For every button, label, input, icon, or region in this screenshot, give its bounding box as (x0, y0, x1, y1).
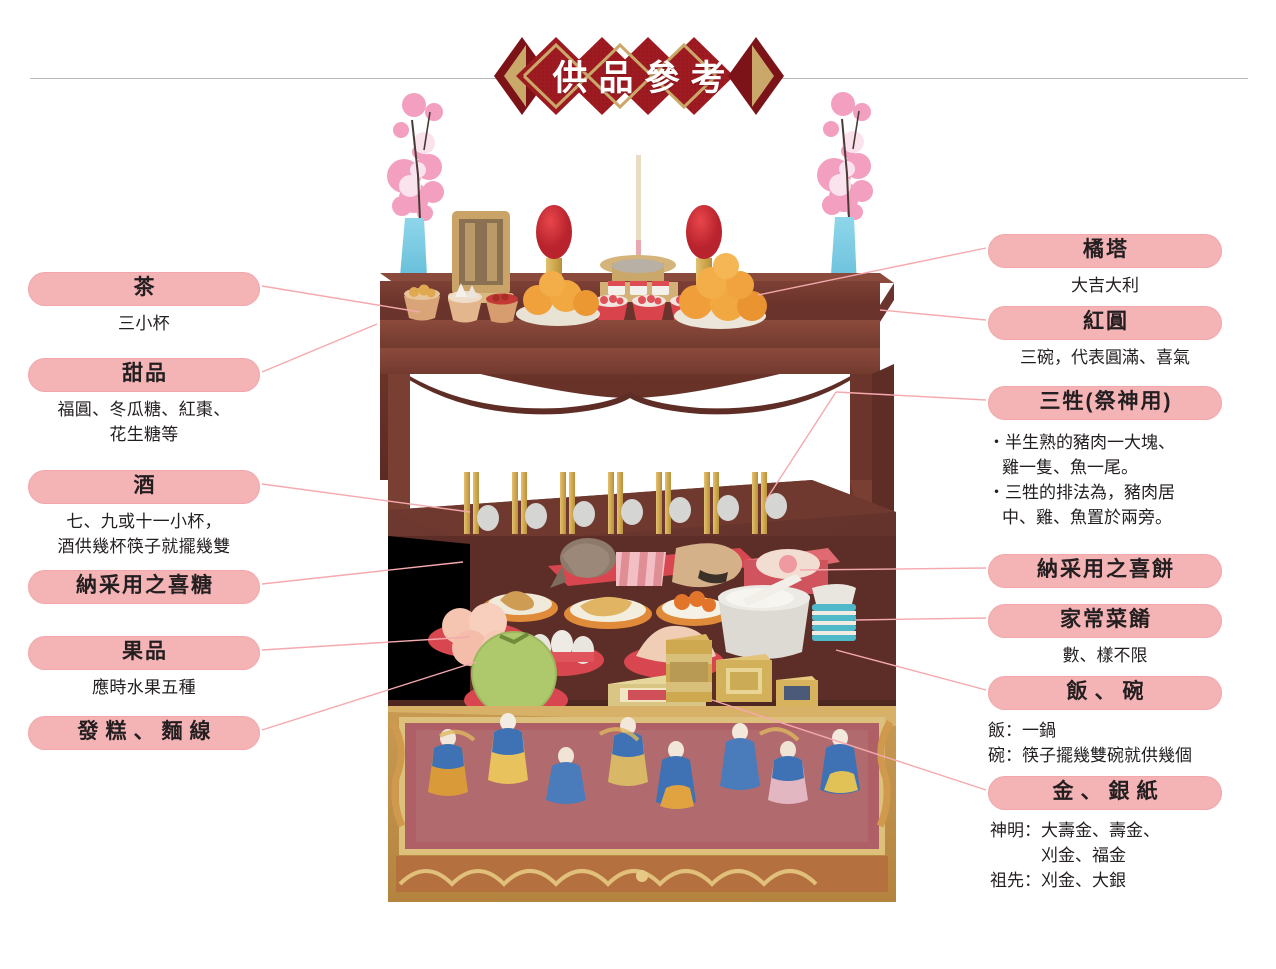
header-rule-left (30, 78, 502, 79)
desc-line: 三碗，代表圓滿、喜氣 (1020, 348, 1190, 367)
callout-gold-silver-paper: 金、銀紙神明：大壽金、壽金、 刈金、福金祖先：刈金、大銀 (988, 776, 1222, 893)
callout-label-three-sacrifices[interactable]: 三牲(祭神用) (988, 386, 1222, 420)
callout-desc-wine: 七、九或十一小杯， 酒供幾杯筷子就擺幾雙 (28, 509, 260, 559)
callout-dessert: 甜品福圓、冬瓜糖、紅棗、花生糖等 (28, 358, 260, 447)
desc-line: 酒供幾杯筷子就擺幾雙 (57, 537, 231, 556)
callout-desc-dessert: 福圓、冬瓜糖、紅棗、花生糖等 (28, 397, 260, 447)
header-rule-right (778, 78, 1248, 79)
desc-line: 七、九或十一小杯， (66, 512, 222, 531)
ancestral-tablet (448, 211, 514, 303)
panel-figure (428, 729, 468, 796)
callout-label-tea[interactable]: 茶 (28, 272, 260, 306)
desc-line: 應時水果五種 (92, 678, 196, 697)
panel-figure (656, 741, 696, 809)
callout-label-home-dishes[interactable]: 家常菜餚 (988, 604, 1222, 638)
callout-bullets-three-sacrifices: ・半生熟的豬肉一大塊、雞一隻、魚一尾。・三牲的排法為，豬肉居中、雞、魚置於兩旁。 (988, 430, 1222, 530)
bullet-line-first: ・三牲的排法為，豬肉居 (988, 483, 1175, 502)
title-banner: 供品參考 (494, 27, 784, 125)
gold-silver-paper (608, 634, 818, 712)
desc-line: 三小杯 (118, 314, 170, 333)
callout-label-gold-silver-paper[interactable]: 金、銀紙 (988, 776, 1222, 810)
callout-detail-gold-silver-paper: 神明：大壽金、壽金、 刈金、福金祖先：刈金、大銀 (988, 818, 1222, 893)
callout-betrothal-candy: 納采用之喜糖 (28, 570, 260, 604)
orange-plate-middle (516, 271, 600, 326)
callout-label-betrothal-candy[interactable]: 納采用之喜糖 (28, 570, 260, 604)
callout-orange-tower: 橘塔大吉大利 (988, 234, 1222, 298)
desc-line: 福圓、冬瓜糖、紅棗、 (57, 400, 231, 419)
desc-line: 大吉大利 (1071, 276, 1139, 295)
callout-label-fagao-noodles[interactable]: 發糕、麵線 (28, 716, 260, 750)
incense-burner (600, 155, 676, 281)
three-sacrifices-tray (548, 538, 760, 588)
callout-label-fruit[interactable]: 果品 (28, 636, 260, 670)
callout-tea: 茶三小杯 (28, 272, 260, 336)
bullet-line-cont: 中、雞、魚置於兩旁。 (1002, 508, 1172, 527)
callout-betrothal-cake: 納采用之喜餅 (988, 554, 1222, 588)
callout-red-dumpling: 紅圓三碗，代表圓滿、喜氣 (988, 306, 1222, 370)
callout-label-orange-tower[interactable]: 橘塔 (988, 234, 1222, 268)
callout-label-red-dumpling[interactable]: 紅圓 (988, 306, 1222, 340)
callout-three-sacrifices: 三牲(祭神用) ・半生熟的豬肉一大塊、雞一隻、魚一尾。・三牲的排法為，豬肉居中、雞… (988, 386, 1222, 530)
callout-home-dishes: 家常菜餚數、樣不限 (988, 604, 1222, 668)
bullet-line-first: ・半生熟的豬肉一大塊、 (988, 433, 1175, 452)
detail-line: 碗：筷子擺幾雙碗就供幾個 (988, 746, 1192, 765)
callout-label-dessert[interactable]: 甜品 (28, 358, 260, 392)
callout-desc-orange-tower: 大吉大利 (988, 273, 1222, 298)
plum-blossom-vase-right (817, 92, 873, 296)
painted-front-panel (388, 706, 896, 902)
callout-fruit: 果品應時水果五種 (28, 636, 260, 700)
plum-blossom-vase-left (387, 93, 444, 284)
desc-line: 數、樣不限 (1062, 646, 1148, 665)
stacked-bowls (812, 584, 856, 641)
callout-label-rice-bowl[interactable]: 飯、碗 (988, 676, 1222, 710)
detail-line: 神明：大壽金、壽金、 (990, 821, 1160, 840)
callout-desc-fruit: 應時水果五種 (28, 675, 260, 700)
callout-desc-red-dumpling: 三碗，代表圓滿、喜氣 (988, 345, 1222, 370)
callout-desc-tea: 三小杯 (28, 311, 260, 336)
panel-figure (488, 713, 528, 784)
page-title: 供品參考 (552, 58, 737, 98)
callout-label-wine[interactable]: 酒 (28, 470, 260, 504)
ribbon-shape-icon (494, 37, 784, 115)
detail-line: 刈金、福金 (990, 846, 1126, 865)
detail-line: 祖先：刈金、大銀 (990, 871, 1126, 890)
callout-detail-rice-bowl: 飯：一鍋碗：筷子擺幾雙碗就供幾個 (988, 718, 1222, 768)
callout-label-betrothal-cake[interactable]: 納采用之喜餅 (988, 554, 1222, 588)
callout-wine: 酒七、九或十一小杯， 酒供幾杯筷子就擺幾雙 (28, 470, 260, 559)
orange-tower (674, 253, 767, 329)
desc-line: 花生糖等 (109, 425, 179, 444)
detail-line: 飯：一鍋 (988, 721, 1056, 740)
callout-desc-home-dishes: 數、樣不限 (988, 643, 1222, 668)
callout-rice-bowl: 飯、碗飯：一鍋碗：筷子擺幾雙碗就供幾個 (988, 676, 1222, 768)
rice-pot (718, 574, 810, 659)
callout-fagao-noodles: 發糕、麵線 (28, 716, 260, 750)
bullet-line-cont: 雞一隻、魚一尾。 (1002, 458, 1138, 477)
panel-figure (546, 747, 586, 804)
